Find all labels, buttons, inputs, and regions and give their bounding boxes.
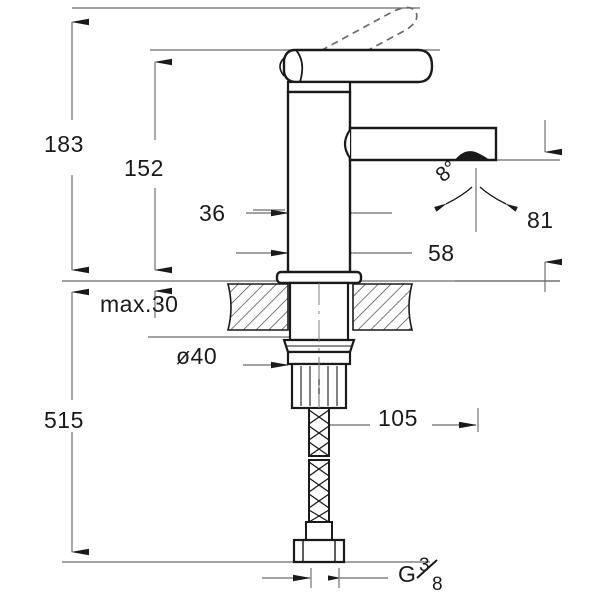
- dimension-label-dia40: ø40: [176, 343, 217, 369]
- dimension-height-152: 152: [124, 58, 172, 274]
- dimension-label-152: 152: [124, 155, 164, 181]
- spout-arm: [343, 126, 498, 162]
- aerator-outlet: [454, 151, 491, 161]
- flexible-hose-lower: [308, 459, 330, 523]
- dimension-thread-width: [262, 568, 388, 588]
- lever-handle-closed-position: [279, 48, 434, 84]
- dimension-height-81: 81: [527, 120, 562, 292]
- angle-indicator-8deg: 8°: [431, 156, 518, 232]
- hex-connector-nut: [292, 538, 346, 564]
- dimension-length-105: 105: [320, 405, 477, 431]
- cartridge-collar: [286, 80, 352, 94]
- thread-denominator-label: 8: [432, 574, 443, 595]
- dimension-label-58: 58: [428, 240, 455, 266]
- dimension-label-515: 515: [44, 407, 84, 433]
- dimension-label-max30: max.30: [100, 291, 178, 317]
- dimension-body-36: 36: [199, 200, 392, 226]
- dimension-reach-58: 58: [236, 240, 455, 266]
- dimension-label-81: 81: [527, 207, 554, 233]
- dimension-deck-max30: max.30: [100, 287, 178, 318]
- dimension-label-183: 183: [44, 131, 84, 157]
- base-escutcheon-plate: [275, 270, 363, 285]
- dimension-height-515: 515: [44, 288, 89, 556]
- flexible-hose-upper: [308, 407, 330, 457]
- dimension-diameter-40: ø40: [176, 343, 289, 369]
- thread-spec-label: G 3 8: [398, 555, 443, 595]
- countertop-section: [226, 283, 414, 331]
- dimension-height-183: 183: [44, 18, 89, 274]
- faucet-body-column: [286, 90, 352, 276]
- thread-numerator-label: 3: [419, 555, 430, 576]
- dimension-label-36: 36: [199, 200, 226, 226]
- thread-letter-label: G: [398, 561, 416, 587]
- dimension-label-105: 105: [378, 405, 418, 431]
- hose-ferrule: [305, 521, 333, 541]
